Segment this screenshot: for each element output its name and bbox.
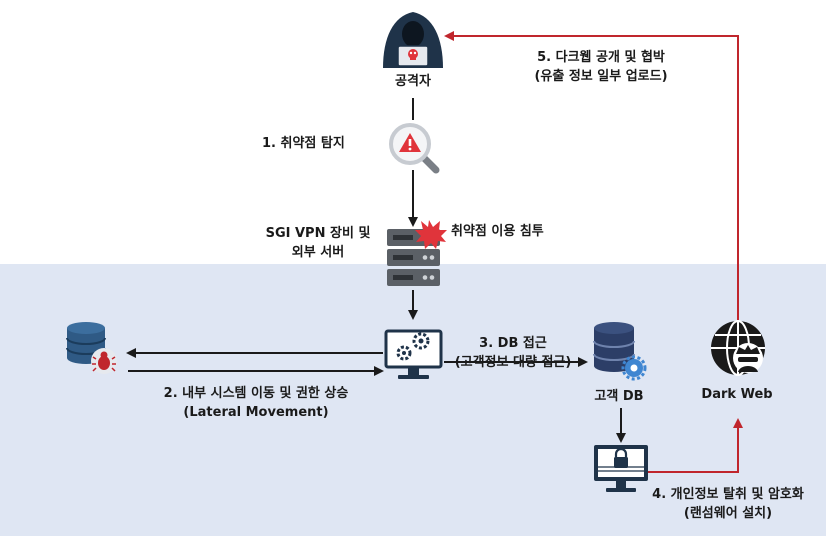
vpn-server-label: SGI VPN 장비 및 외부 서버 xyxy=(266,224,371,262)
step2-label-line1: 2. 내부 시스템 이동 및 권한 상승 xyxy=(163,386,349,401)
step5-label-line2: (유출 정보 일부 업로드) xyxy=(534,69,668,84)
dark-web-label: Dark Web xyxy=(701,387,773,402)
arrow-darkweb-to-attacker xyxy=(444,31,739,320)
step3-label-line2: (고객정보 대량 접근) xyxy=(454,355,572,370)
locked-monitor-icon xyxy=(594,445,648,492)
step3-label: 3. DB 접근 (고객정보 대량 접근) xyxy=(455,334,572,372)
customer-db-label: 고객 DB xyxy=(594,389,644,404)
step4-label: 4. 개인정보 탈취 및 암호화 (랜섬웨어 설치) xyxy=(652,485,804,523)
attacker-label: 공격자 xyxy=(395,74,431,89)
step2-label-line2: (Lateral Movement) xyxy=(183,405,329,420)
arrow-ransomware-to-darkweb xyxy=(648,418,743,473)
step5-label: 5. 다크웹 공개 및 협박 (유출 정보 일부 업로드) xyxy=(534,48,667,86)
step1-label: 1. 취약점 탐지 xyxy=(262,136,345,151)
breach-label: 취약점 이용 침투 xyxy=(451,224,544,239)
step2-label: 2. 내부 시스템 이동 및 권한 상승 (Lateral Movement) xyxy=(164,384,349,422)
step3-label-line1: 3. DB 접근 xyxy=(479,336,547,351)
explosion-icon xyxy=(415,220,447,249)
database-bug-icon xyxy=(66,322,117,374)
step5-label-line1: 5. 다크웹 공개 및 협박 xyxy=(537,50,665,65)
globe-spy-icon xyxy=(711,320,765,376)
hooded-hacker-icon xyxy=(383,12,443,68)
monitor-gears-icon xyxy=(384,329,443,379)
database-gear-icon xyxy=(593,322,647,381)
vpn-server-label-line2: 외부 서버 xyxy=(291,245,345,260)
step4-label-line1: 4. 개인정보 탈취 및 암호화 xyxy=(652,487,804,502)
vpn-server-label-line1: SGI VPN 장비 및 xyxy=(265,226,371,241)
step4-label-line2: (랜섬웨어 설치) xyxy=(683,506,773,521)
magnifier-alert-icon xyxy=(389,123,440,174)
